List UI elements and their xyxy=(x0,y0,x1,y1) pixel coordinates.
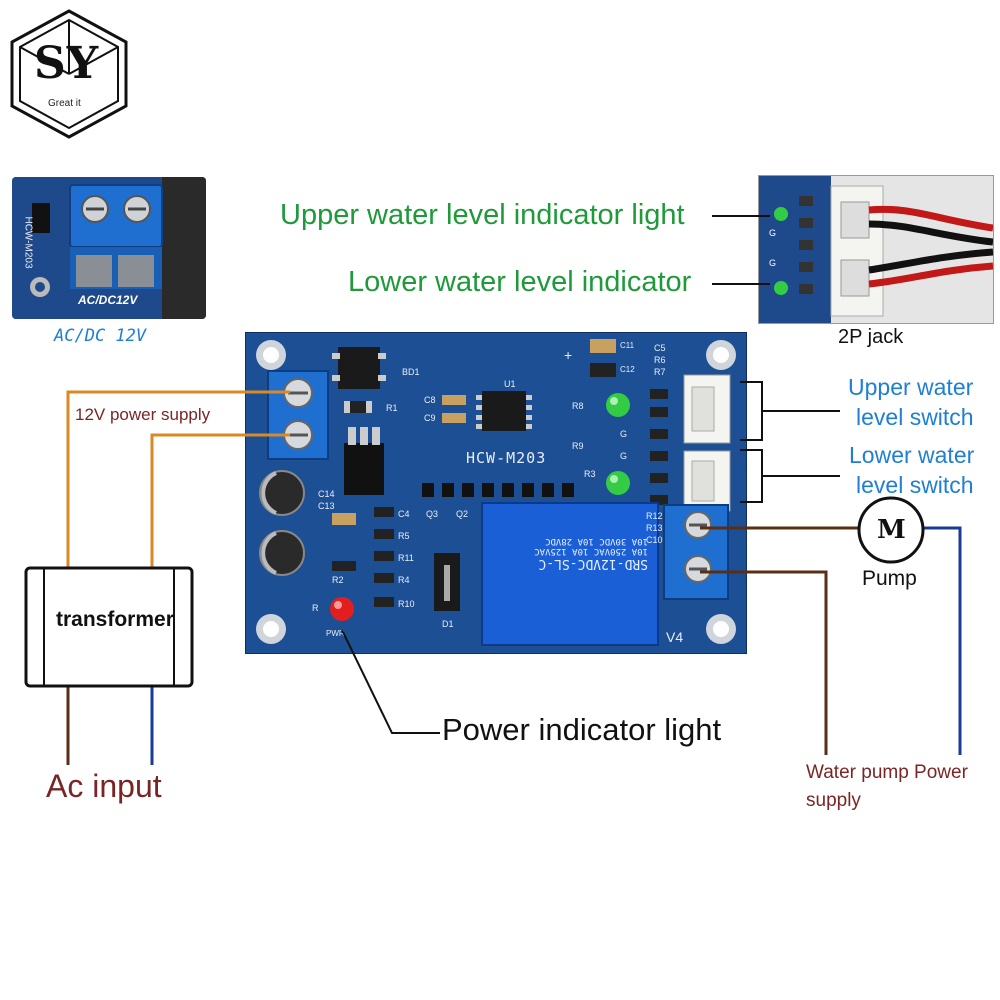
silk-c14: C14 xyxy=(318,489,335,499)
silk-plus: + xyxy=(564,347,573,363)
brand-logo: SY Great it xyxy=(8,8,130,140)
silk-c13: C13 xyxy=(318,501,335,511)
silk-r-led: R xyxy=(312,603,319,613)
silk-r1: R1 xyxy=(386,403,398,413)
inset-led-label-2: G xyxy=(769,258,777,268)
pump-motor-symbol: M xyxy=(877,515,906,545)
board-model: HCW-M203 xyxy=(466,449,547,467)
upper-switch-label-1: Upper water xyxy=(848,374,974,400)
silk-q2: Q2 xyxy=(456,509,469,519)
silk-r9: R9 xyxy=(572,441,584,451)
inset-led-label-1: G xyxy=(769,228,777,238)
relay-line2: 10A 30VDC 10A 28VDC xyxy=(545,536,648,546)
ac-input-label: Ac input xyxy=(46,768,162,804)
upper-switch-label-2: level switch xyxy=(856,404,974,430)
logo-tagline: Great it xyxy=(48,98,81,109)
silk-c12: C12 xyxy=(620,365,635,374)
upper-indicator-label: Upper water level indicator light xyxy=(280,199,685,231)
silk-r3: R3 xyxy=(584,469,596,479)
silk-r5: R5 xyxy=(398,531,410,541)
silk-u1: U1 xyxy=(504,379,516,389)
terminal-closeup-photo: HCW-M203 AC/DC12V xyxy=(12,177,206,319)
inset-right-caption: 2P jack xyxy=(838,326,904,348)
power-indicator-label: Power indicator light xyxy=(442,712,722,747)
silk-r13: R13 xyxy=(646,523,663,533)
silk-c8: C8 xyxy=(424,395,436,405)
power-supply-12v-label: 12V power supply xyxy=(75,405,211,424)
silk-g1: G xyxy=(620,429,628,439)
silk-r6: R6 xyxy=(654,355,666,365)
silk-r4: R4 xyxy=(398,575,410,585)
pcb-board: BD1 U1 R1 C8 C9 + C11 C12 C5 R6 R7 R8 G … xyxy=(245,332,747,654)
board-version: V4 xyxy=(666,629,684,645)
silk-c9: C9 xyxy=(424,413,436,423)
inset-side-text: HCW-M203 xyxy=(22,216,34,269)
silk-bd1: BD1 xyxy=(402,367,420,377)
lower-indicator-label: Lower water level indicator xyxy=(348,266,692,298)
silk-r11: R11 xyxy=(398,553,414,563)
silk-r2: R2 xyxy=(332,575,344,585)
transformer-label: transformer xyxy=(56,608,174,631)
jack-closeup-photo: G G xyxy=(758,175,994,324)
logo-letters: SY xyxy=(34,38,100,89)
silk-r12: R12 xyxy=(646,511,663,521)
pump-power-label-2: supply xyxy=(806,790,861,811)
silk-c5: C5 xyxy=(654,343,666,353)
silk-q3: Q3 xyxy=(426,509,439,519)
pump-power-label-1: Water pump Power xyxy=(806,762,968,783)
silk-c10: C10 xyxy=(646,535,663,545)
relay-line1: 10A 250VAC 10A 125VAC xyxy=(534,546,648,556)
silk-g2: G xyxy=(620,451,628,461)
pump-label: Pump xyxy=(862,567,917,590)
silk-r10: R10 xyxy=(398,599,415,609)
silk-c11: C11 xyxy=(620,341,635,350)
silk-r8: R8 xyxy=(572,401,584,411)
silk-c4: C4 xyxy=(398,509,410,519)
relay-marking: SRD-12VDC-SL-C 10A 250VAC 10A 125VAC 10A… xyxy=(508,515,648,571)
silk-pwr: PWR xyxy=(326,629,345,638)
silk-r7: R7 xyxy=(654,367,666,377)
relay-model: SRD-12VDC-SL-C xyxy=(538,556,648,571)
inset-board-text: AC/DC12V xyxy=(78,293,138,307)
silk-d1: D1 xyxy=(442,619,454,629)
lower-switch-label-2: level switch xyxy=(856,472,974,498)
inset-left-caption: AC/DC 12V xyxy=(54,326,147,346)
lower-switch-label-1: Lower water xyxy=(849,442,975,468)
